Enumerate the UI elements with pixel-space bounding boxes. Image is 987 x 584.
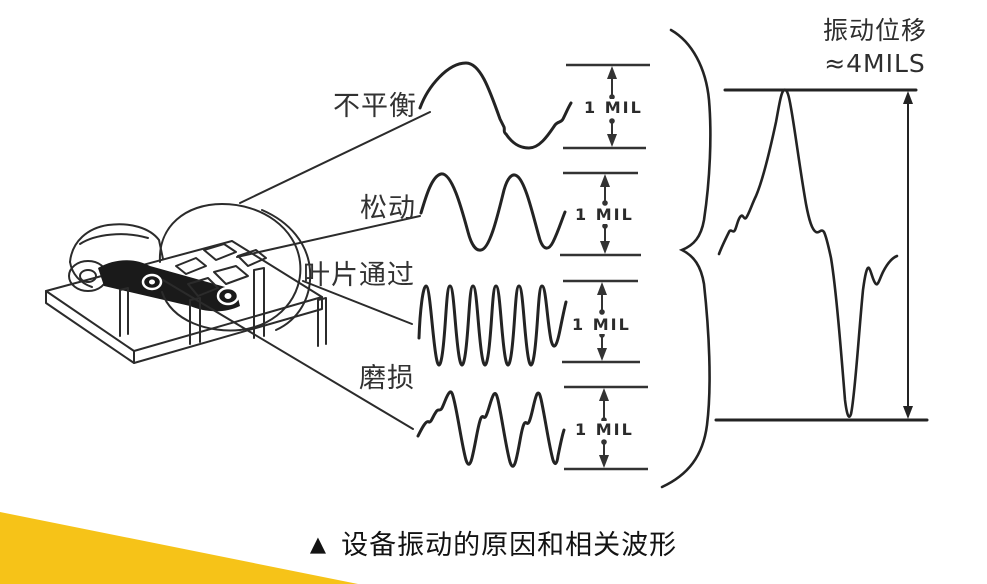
amplitude-label-wear: 1 MIL <box>572 421 637 439</box>
break-dot <box>609 94 615 100</box>
amplitude-label-unbalance: 1 MIL <box>581 99 646 117</box>
impeller-blob <box>175 257 207 275</box>
impeller-blob <box>187 277 219 297</box>
waveform-bladepass <box>417 284 568 367</box>
motor-endcap-hub <box>79 269 97 283</box>
waveform-loosen <box>419 172 567 252</box>
label-bladepass: 叶片通过 <box>303 260 415 291</box>
impeller-blob <box>213 265 249 285</box>
measure-bracket-wear <box>564 385 648 471</box>
machine-drawing <box>45 203 327 364</box>
housing-left-rim <box>158 203 302 332</box>
arrowhead-up <box>599 388 609 401</box>
caption-triangle-marker: ▲ <box>309 532 328 556</box>
arrowhead-up <box>597 282 607 295</box>
bracket <box>119 287 129 337</box>
measure-bracket-bladepass <box>562 279 640 364</box>
amplitude-label-bladepass: 1 MIL <box>569 316 634 334</box>
pulley-1-hub <box>149 279 155 285</box>
base-plate-side-left <box>45 290 135 364</box>
pulley-2-hub <box>224 293 232 299</box>
arrowhead-down <box>607 134 617 147</box>
housing-right-rim <box>261 209 312 331</box>
break-dot <box>609 118 615 124</box>
leader-line-wear <box>162 279 414 430</box>
coupling-dark <box>98 260 240 312</box>
arrowhead-up <box>903 91 913 104</box>
break-dot <box>602 223 608 229</box>
motor-top-line <box>79 233 149 245</box>
combined-title-line2: ≈4MILS <box>824 49 926 78</box>
waveform-wear <box>416 390 566 468</box>
arrowhead-up <box>607 66 617 79</box>
arrowhead-down <box>903 406 913 419</box>
impeller-blob <box>237 249 267 267</box>
measure-bracket-unbalance <box>563 63 650 150</box>
cause-waveforms <box>416 61 573 468</box>
combined-waveform <box>717 88 899 418</box>
arrowhead-down <box>597 348 607 361</box>
caption-text: 设备振动的原因和相关波形 <box>341 530 678 561</box>
measure-bracket-loosen <box>560 171 641 257</box>
leader-lines <box>162 111 431 430</box>
break-dot <box>599 309 605 315</box>
motor-body <box>69 223 164 263</box>
amplitude-label-loosen: 1 MIL <box>572 206 637 224</box>
label-loosen: 松动 <box>360 193 416 224</box>
arrowhead-down <box>599 455 609 468</box>
pulley-1-ring <box>141 273 163 291</box>
leader-line-unbalance <box>239 111 431 204</box>
impeller-blob <box>203 243 237 261</box>
bracket <box>317 297 327 347</box>
combined-title-line1: 振动位移 <box>822 16 927 45</box>
arrowhead-down <box>600 241 610 254</box>
break-dot <box>601 439 607 445</box>
arrowhead-up <box>600 174 610 187</box>
combined-waveform-plot <box>714 88 929 422</box>
break-dot <box>602 200 608 206</box>
waveform-unbalance <box>418 61 573 150</box>
leader-line-bladepass <box>302 280 413 325</box>
label-unbalance: 不平衡 <box>333 91 417 122</box>
combined-title: 振动位移 ≈4MILS <box>795 14 955 80</box>
bracket <box>253 267 265 339</box>
grouping-brace <box>660 28 712 489</box>
motor-belly <box>69 261 93 288</box>
leader-line-loosen <box>236 215 421 258</box>
figure-caption: ▲ 设备振动的原因和相关波形 <box>0 523 987 562</box>
label-wear: 磨损 <box>359 363 415 394</box>
pulley-2-ring <box>216 286 240 306</box>
base-plate-side-front <box>133 296 323 364</box>
